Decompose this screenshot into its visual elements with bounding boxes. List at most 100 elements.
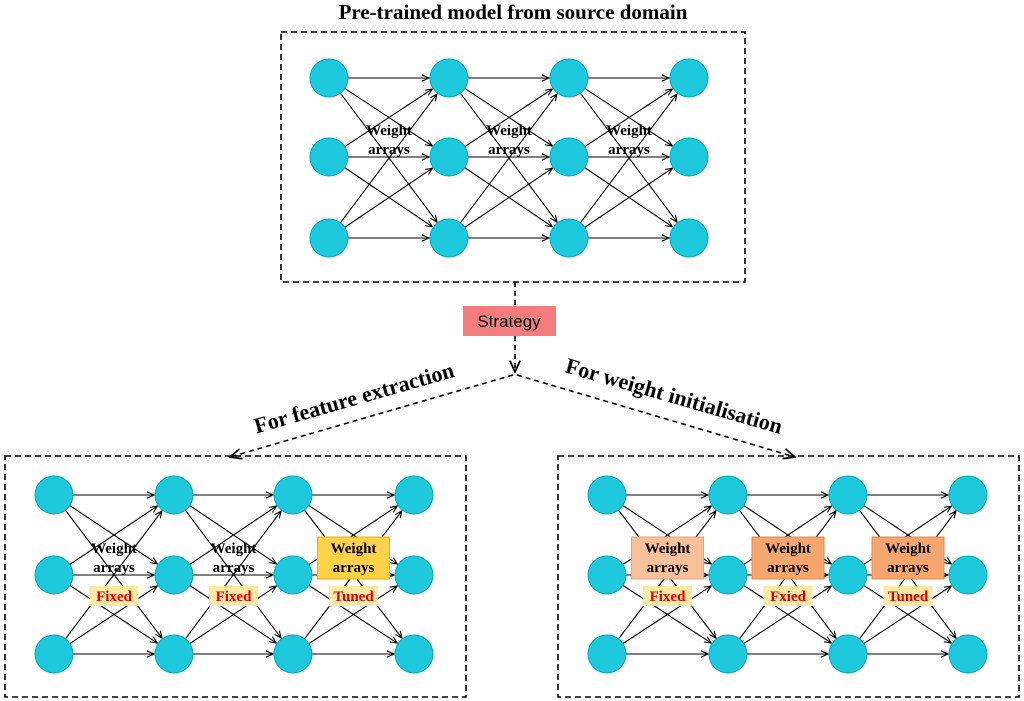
- weight-label-line2: arrays: [93, 560, 135, 576]
- neuron-node: [587, 634, 627, 674]
- connection-arrow: [622, 586, 711, 645]
- weight-array-box: [751, 536, 825, 580]
- neuron-node: [309, 137, 349, 177]
- neuron-node: [273, 475, 313, 515]
- neuron-node: [549, 58, 589, 98]
- connection-arrow: [743, 586, 831, 645]
- weight-status-tag-bg: [89, 586, 139, 606]
- neuron-node: [154, 634, 194, 674]
- neuron-node: [828, 555, 868, 595]
- weight-label-line1: Weight: [606, 123, 652, 139]
- weight-label-line2: arrays: [213, 560, 255, 576]
- weight-label-line1: Weight: [765, 541, 811, 557]
- neuron-node: [828, 475, 868, 515]
- neuron-node: [154, 475, 194, 515]
- network-panels: WeightarraysWeightarraysWeightarraysWeig…: [4, 31, 1020, 698]
- weight-label-line2: arrays: [647, 560, 689, 576]
- weight-label-line2: arrays: [368, 142, 410, 158]
- weight-label-line1: Weight: [91, 541, 137, 557]
- connection-arrow: [184, 511, 281, 640]
- neuron-node: [669, 218, 709, 258]
- connection-arrow: [69, 586, 157, 645]
- weight-label-line2: arrays: [887, 560, 929, 576]
- neuron-node: [273, 555, 313, 595]
- connection-arrow: [344, 89, 432, 148]
- weight-status-tag-bg: [209, 586, 258, 606]
- weight-status-tag-bg: [883, 586, 933, 606]
- weight-status-tag-bg: [329, 586, 378, 606]
- neuron-node: [708, 634, 748, 674]
- branch-left-label: For feature extraction: [251, 357, 457, 438]
- diagram-title: Pre-trained model from source domain: [339, 0, 688, 24]
- neuron-node: [708, 555, 748, 595]
- neuron-node: [429, 58, 469, 98]
- weight-status-tag: Tuned: [888, 589, 929, 605]
- branch-right-arrow: [516, 374, 795, 457]
- neuron-node: [394, 555, 434, 595]
- weight-label-line2: arrays: [608, 142, 650, 158]
- neuron-node: [948, 555, 988, 595]
- connection-arrow: [308, 586, 397, 645]
- connection-arrow: [579, 94, 677, 224]
- connection-arrow: [464, 89, 552, 148]
- neuron-node: [669, 58, 709, 98]
- neuron-node: [154, 555, 194, 595]
- connection-arrow: [584, 168, 673, 228]
- connection-arrow: [69, 506, 158, 565]
- strategy-label: Strategy: [477, 312, 541, 331]
- weight-array-box: [631, 536, 704, 580]
- weight-label-line1: Weight: [211, 541, 257, 557]
- weight-array-box: [317, 536, 390, 580]
- weight-label-line1: Weight: [331, 541, 377, 557]
- neuron-node: [708, 475, 748, 515]
- neuron-node: [34, 634, 74, 674]
- panel-border: [280, 31, 746, 283]
- weight-status-tag-bg: [643, 586, 692, 606]
- connection-arrow: [584, 89, 672, 148]
- neuron-node: [948, 475, 988, 515]
- neuron-node: [394, 634, 434, 674]
- neuron-node: [309, 58, 349, 98]
- connection-arrow: [189, 586, 277, 644]
- weight-status-tag-bg: [763, 586, 813, 606]
- connection-arrow: [189, 506, 277, 565]
- weight-status-tag: Fixed: [650, 589, 686, 605]
- weight-label-line2: arrays: [333, 560, 375, 576]
- branch-left-arrow: [230, 374, 514, 457]
- neuron-node: [429, 137, 469, 177]
- neuron-node: [669, 137, 709, 177]
- neuron-node: [34, 555, 74, 595]
- neuron-node: [429, 218, 469, 258]
- weight-label-line1: Weight: [645, 541, 691, 557]
- branch-right-label: For weight initialisation: [563, 353, 786, 439]
- neuron-node: [394, 475, 434, 515]
- weight-label-line1: Weight: [486, 123, 532, 139]
- weight-status-tag: Tuned: [333, 589, 374, 605]
- connection-arrow: [464, 168, 553, 228]
- strategy-box: [463, 306, 556, 336]
- weight-status-tag: Fixed: [96, 589, 132, 605]
- neuron-node: [828, 634, 868, 674]
- neuron-node: [34, 475, 74, 515]
- connection-arrow: [344, 168, 433, 228]
- weight-label-line1: Weight: [885, 541, 931, 557]
- weight-label-line2: arrays: [488, 142, 530, 158]
- neuron-node: [309, 218, 349, 258]
- panel-source: Weight arrays Weight arrays Weight arrays: [280, 31, 746, 283]
- weight-status-tag: Fxied: [770, 589, 806, 605]
- weight-array-box: [871, 536, 945, 580]
- weight-status-tag: Fixed: [216, 589, 252, 605]
- neuron-node: [587, 555, 627, 595]
- connection-arrow: [863, 586, 951, 645]
- neuron-node: [948, 634, 988, 674]
- connection-arrow: [65, 511, 162, 640]
- neuron-node: [273, 634, 313, 674]
- weight-label-line1: Weight: [366, 123, 412, 139]
- neuron-node: [587, 475, 627, 515]
- connection-arrow: [459, 94, 557, 224]
- connection-arrow: [339, 94, 437, 224]
- neuron-node: [549, 218, 589, 258]
